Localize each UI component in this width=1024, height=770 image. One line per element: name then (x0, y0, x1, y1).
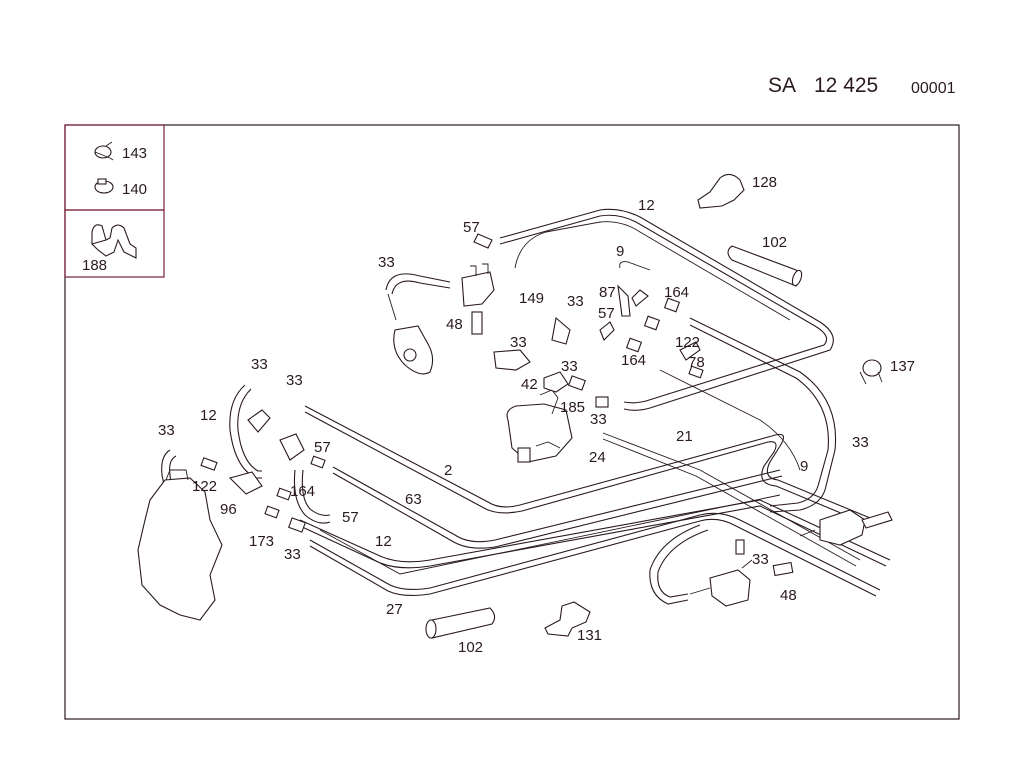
callout: 9 (616, 243, 624, 260)
callout: 33 (752, 551, 769, 568)
callout: 42 (521, 376, 538, 393)
callout: 131 (577, 627, 602, 644)
callout: 9 (800, 458, 808, 475)
legend-label: 188 (82, 257, 107, 274)
vacuum-valve-upper (461, 233, 495, 335)
fittings (200, 261, 794, 577)
callout: 122 (675, 334, 700, 351)
callout: 96 (220, 501, 237, 518)
valve-lower-right (689, 539, 753, 607)
clamp-128-icon (697, 173, 745, 209)
actuator-left-upper (393, 325, 434, 375)
tube-102-lower (425, 607, 496, 639)
callout: 122 (192, 478, 217, 495)
legend-box-clamps (64, 124, 165, 211)
callout: 48 (446, 316, 463, 333)
callout: 48 (780, 587, 797, 604)
hose-run-upper (499, 208, 834, 411)
callout: 137 (890, 358, 915, 375)
callout: 2 (444, 462, 452, 479)
callout: 164 (664, 284, 689, 301)
callout: 33 (286, 372, 303, 389)
drawing-number: 12 425 (814, 74, 879, 97)
drawing-prefix: SA (768, 74, 797, 97)
hose-33-right (689, 317, 837, 513)
callout: 57 (598, 305, 615, 322)
valve-right (799, 509, 893, 546)
callout: 149 (519, 290, 544, 307)
legend-label: 140 (122, 181, 147, 198)
hose-lower-loop (649, 524, 709, 605)
callout: 12 (375, 533, 392, 550)
callout: 102 (762, 234, 787, 251)
pump-center (493, 349, 573, 463)
callout: 33 (510, 334, 527, 351)
callout: 57 (342, 509, 359, 526)
clip-188-icon (90, 224, 137, 259)
callout: 185 (560, 399, 585, 416)
callout: 57 (314, 439, 331, 456)
callout: 33 (251, 356, 268, 373)
clip-131-icon (544, 601, 591, 637)
clamp-140-icon (94, 178, 114, 194)
tube-102-upper (727, 245, 803, 287)
callout: 102 (458, 639, 483, 656)
callout: 33 (561, 358, 578, 375)
callout: 33 (590, 411, 607, 428)
callout: 33 (158, 422, 175, 439)
callout: 33 (852, 434, 869, 451)
callout: 87 (599, 284, 616, 301)
callout: 12 (638, 197, 655, 214)
callout: 33 (378, 254, 395, 271)
callout: 27 (386, 601, 403, 618)
legend-box-clip (64, 209, 165, 278)
drawing-frame (64, 124, 960, 720)
vacuum-pump-left (137, 469, 223, 621)
callout: 164 (290, 483, 315, 500)
callout: 33 (567, 293, 584, 310)
callout: 57 (463, 219, 480, 236)
clamp-137-icon (859, 359, 883, 385)
callout: 24 (589, 449, 606, 466)
callout: 78 (688, 354, 705, 371)
callout: 173 (249, 533, 274, 550)
callout: 164 (621, 352, 646, 369)
sheet-number: 00001 (911, 80, 956, 97)
hose-33-upper (385, 273, 451, 321)
callout: 33 (284, 546, 301, 563)
clamp-143-icon (94, 141, 114, 161)
callout: 128 (752, 174, 777, 191)
legend-label: 143 (122, 145, 147, 162)
hose-run-main (299, 369, 891, 597)
callout: 12 (200, 407, 217, 424)
callout: 63 (405, 491, 422, 508)
callout: 21 (676, 428, 693, 445)
